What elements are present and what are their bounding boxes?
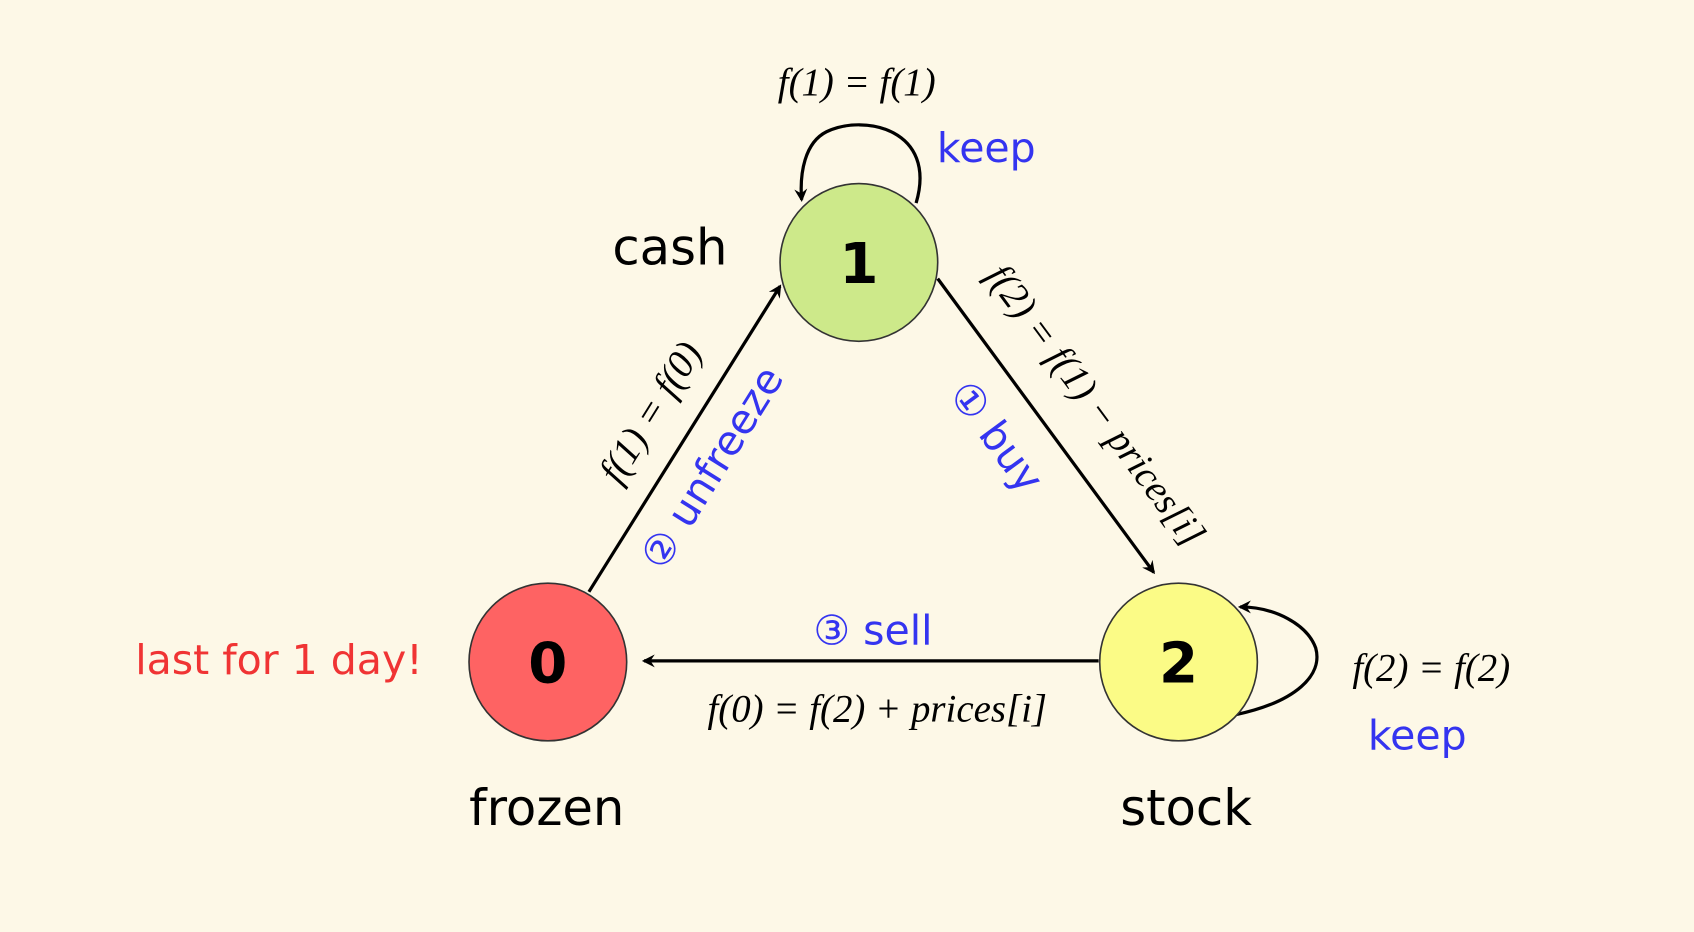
node-2-label: 2 — [1159, 632, 1198, 697]
state-frozen: frozen — [469, 779, 624, 837]
formula-sell: f(0) = f(2) + prices[i] — [707, 687, 1047, 730]
edge-keep-stock — [1234, 600, 1319, 717]
state-cash: cash — [612, 219, 727, 277]
node-1-label: 1 — [839, 232, 878, 297]
frozen-note: last for 1 day! — [135, 636, 422, 684]
node-1: 1 — [779, 182, 939, 343]
node-0: 0 — [468, 582, 628, 742]
formula-keep-cash: f(1) = f(1) — [778, 61, 936, 104]
edge-buy — [936, 277, 1156, 575]
state-stock: stock — [1120, 779, 1252, 837]
action-sell: ③ sell — [813, 607, 932, 655]
formula-keep-stock: f(2) = f(2) — [1352, 646, 1510, 689]
node-2: 2 — [1098, 582, 1259, 742]
node-0-label: 0 — [528, 632, 567, 697]
action-keep-cash: keep — [937, 124, 1036, 172]
action-keep-stock: keep — [1368, 711, 1467, 759]
edge-keep-cash — [794, 123, 922, 204]
edge-unfreeze — [587, 284, 782, 593]
